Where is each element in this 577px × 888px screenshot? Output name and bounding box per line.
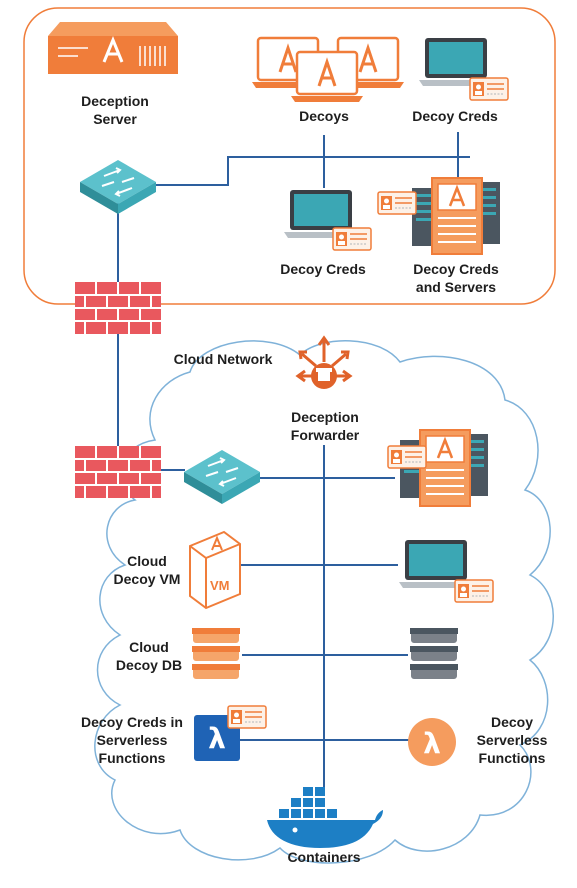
deception-server-icon	[48, 22, 178, 74]
decoy-creds-servers-label: Decoy Creds and Servers	[413, 261, 499, 295]
decoy-db-icon	[409, 627, 459, 681]
vm-text: VM	[210, 578, 230, 593]
decoy-serverless-icon: λ	[408, 718, 456, 766]
firewall-icon	[74, 281, 162, 335]
decoys-label: Decoys	[299, 108, 349, 124]
decoy-servers-icon	[377, 176, 502, 256]
connection-lines	[117, 132, 470, 790]
cloud-network-label: Cloud Network	[173, 351, 273, 367]
cloud-decoy-vm-icon: VM	[189, 530, 241, 610]
decoy-creds-mid-label: Decoy Creds	[280, 261, 366, 277]
decoy-serverless-functions-label: Decoy Serverless Functions	[476, 714, 548, 766]
network-switch-icon	[79, 159, 157, 215]
on-prem-boundary	[23, 7, 556, 305]
cloud-decoy-servers-icon	[387, 428, 490, 508]
cloud-decoy-vm-label: Cloud Decoy VM	[113, 553, 181, 587]
lambda-text-blue: λ	[208, 722, 226, 755]
lambda-text-orange: λ	[423, 727, 441, 760]
cloud-decoy-db-icon	[191, 627, 241, 681]
decoy-creds-laptop-icon	[419, 38, 509, 101]
serverless-function-icon: λ	[194, 705, 267, 761]
docker-whale-icon	[267, 787, 383, 848]
decoy-creds-top-label: Decoy Creds	[412, 108, 498, 124]
deception-server-label: Deception Server	[81, 93, 149, 127]
decoy-creds-laptop-mid-icon	[284, 190, 372, 251]
cloud-decoy-db-label: Cloud Decoy DB	[115, 639, 183, 673]
containers-label: Containers	[287, 849, 361, 865]
cloud-firewall-icon	[74, 445, 162, 499]
deception-forwarder-label: Deception Forwarder	[290, 409, 360, 443]
deception-forwarder-icon	[295, 335, 353, 389]
decoy-creds-serverless-label: Decoy Creds in Serverless Functions	[81, 714, 183, 766]
decoys-icon	[250, 36, 406, 104]
